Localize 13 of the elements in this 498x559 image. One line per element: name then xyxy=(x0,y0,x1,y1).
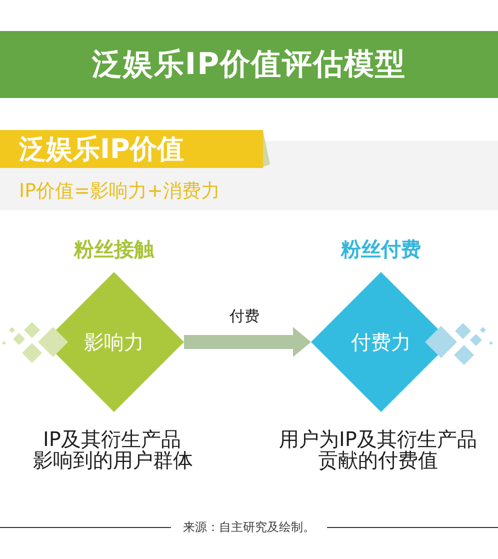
source-note: 来源：自主研究及绘制。 xyxy=(182,519,316,536)
section-panel xyxy=(0,130,498,210)
edge-label: 付费 xyxy=(228,307,262,325)
diamond-label: 付费力 xyxy=(351,330,411,354)
description-text: IP及其衍生产品影响到的用户群体 xyxy=(33,429,194,471)
diagram-title: 泛娱乐IP价值评估模型 xyxy=(92,46,406,84)
description-text: 用户为IP及其衍生产品贡献的付费值 xyxy=(278,429,478,471)
formula-text: IP价值=影响力+消费力 xyxy=(19,179,220,203)
diamond-heading: 粉丝付费 xyxy=(341,236,421,262)
diamond-heading: 粉丝接触 xyxy=(74,236,154,262)
diamond-label: 影响力 xyxy=(84,330,144,354)
section-heading: 泛娱乐IP价值 xyxy=(0,130,270,168)
arrow xyxy=(184,327,311,357)
